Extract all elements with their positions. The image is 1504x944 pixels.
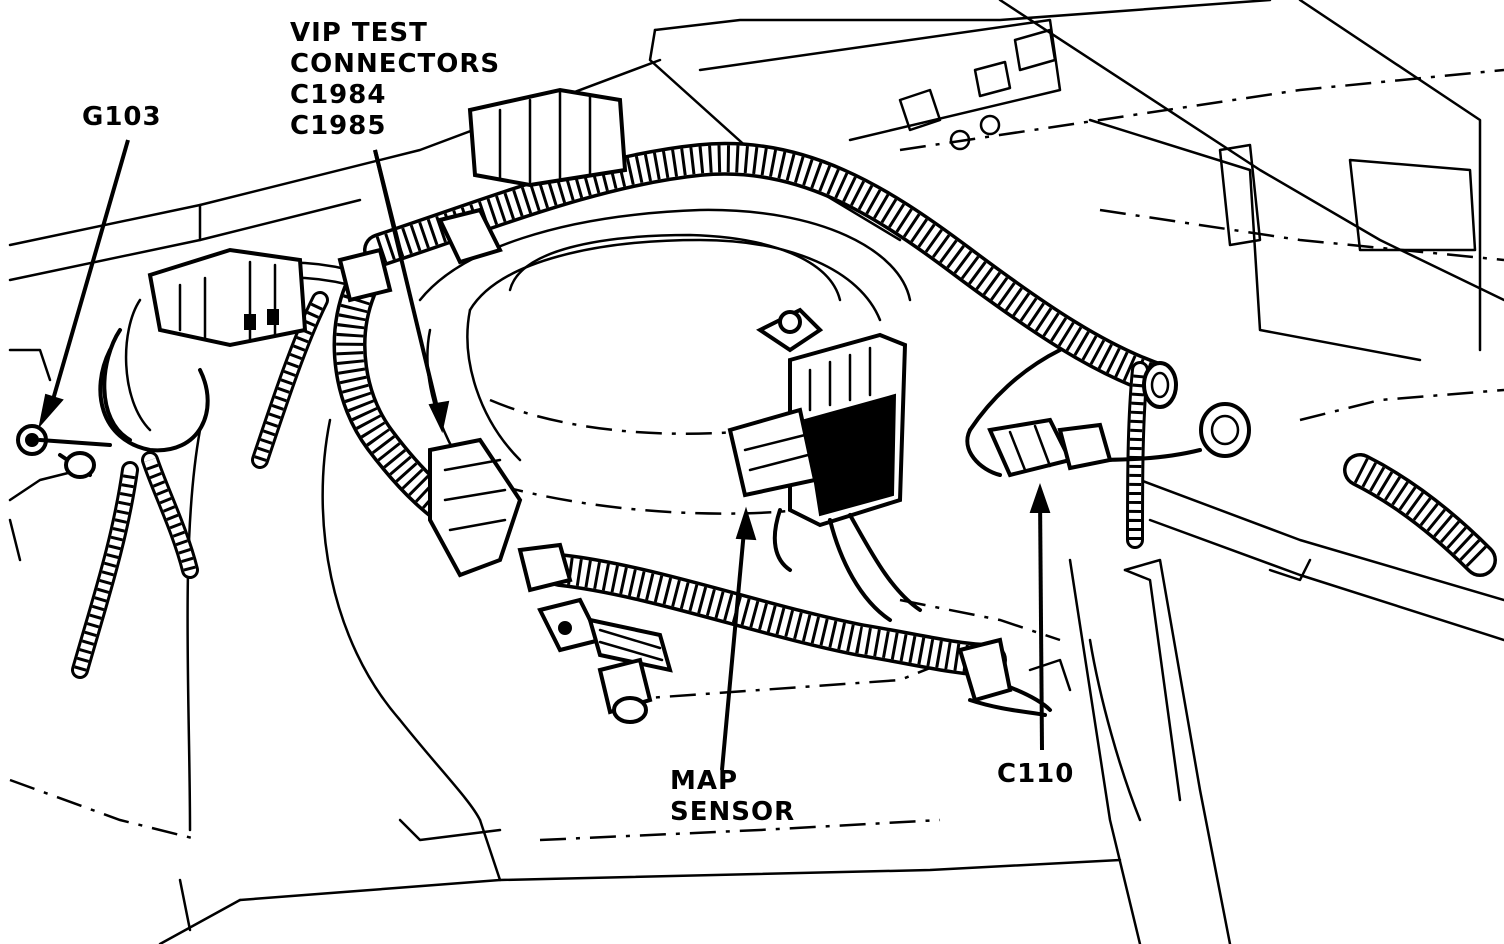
g103-ground-bolt xyxy=(16,424,112,479)
callout-leaders xyxy=(38,139,1051,771)
vip-arrowhead xyxy=(428,400,450,434)
map-sensor-label: MAP SENSOR xyxy=(670,766,795,828)
body-panels xyxy=(8,0,1504,944)
vip-label-line3: C1984 xyxy=(290,80,387,110)
main-wiring-harness xyxy=(71,141,1497,717)
c110-arrowhead xyxy=(1029,482,1051,513)
c110-connector xyxy=(965,417,1113,478)
harness-end-cap xyxy=(1142,361,1251,458)
c110-text: C110 xyxy=(997,759,1075,789)
connector-left xyxy=(147,247,308,348)
map-label-line1: MAP xyxy=(670,766,739,796)
vip-label-line1: VIP TEST xyxy=(290,18,428,48)
g103-arrowhead xyxy=(38,393,64,429)
harness-connector-lower xyxy=(428,437,573,593)
map-arrowhead xyxy=(735,506,757,541)
c110-leader xyxy=(1038,494,1044,751)
c110-label: C110 xyxy=(997,759,1074,790)
g103-label: G103 xyxy=(82,102,162,133)
vip-test-connectors-label: VIP TEST CONNECTORS C1984 C1985 xyxy=(290,18,500,142)
map-label-line2: SENSOR xyxy=(670,797,796,827)
map-sensor xyxy=(727,307,922,622)
harness-clip-bolt xyxy=(537,597,1072,724)
vip-label-line4: C1985 xyxy=(290,111,387,141)
vip-leader-2 xyxy=(373,149,442,421)
g103-leader xyxy=(48,139,130,411)
vip-label-line2: CONNECTORS xyxy=(290,49,501,79)
g103-text: G103 xyxy=(82,102,162,132)
vip-test-connectors xyxy=(337,87,628,303)
map-leader xyxy=(720,519,747,771)
